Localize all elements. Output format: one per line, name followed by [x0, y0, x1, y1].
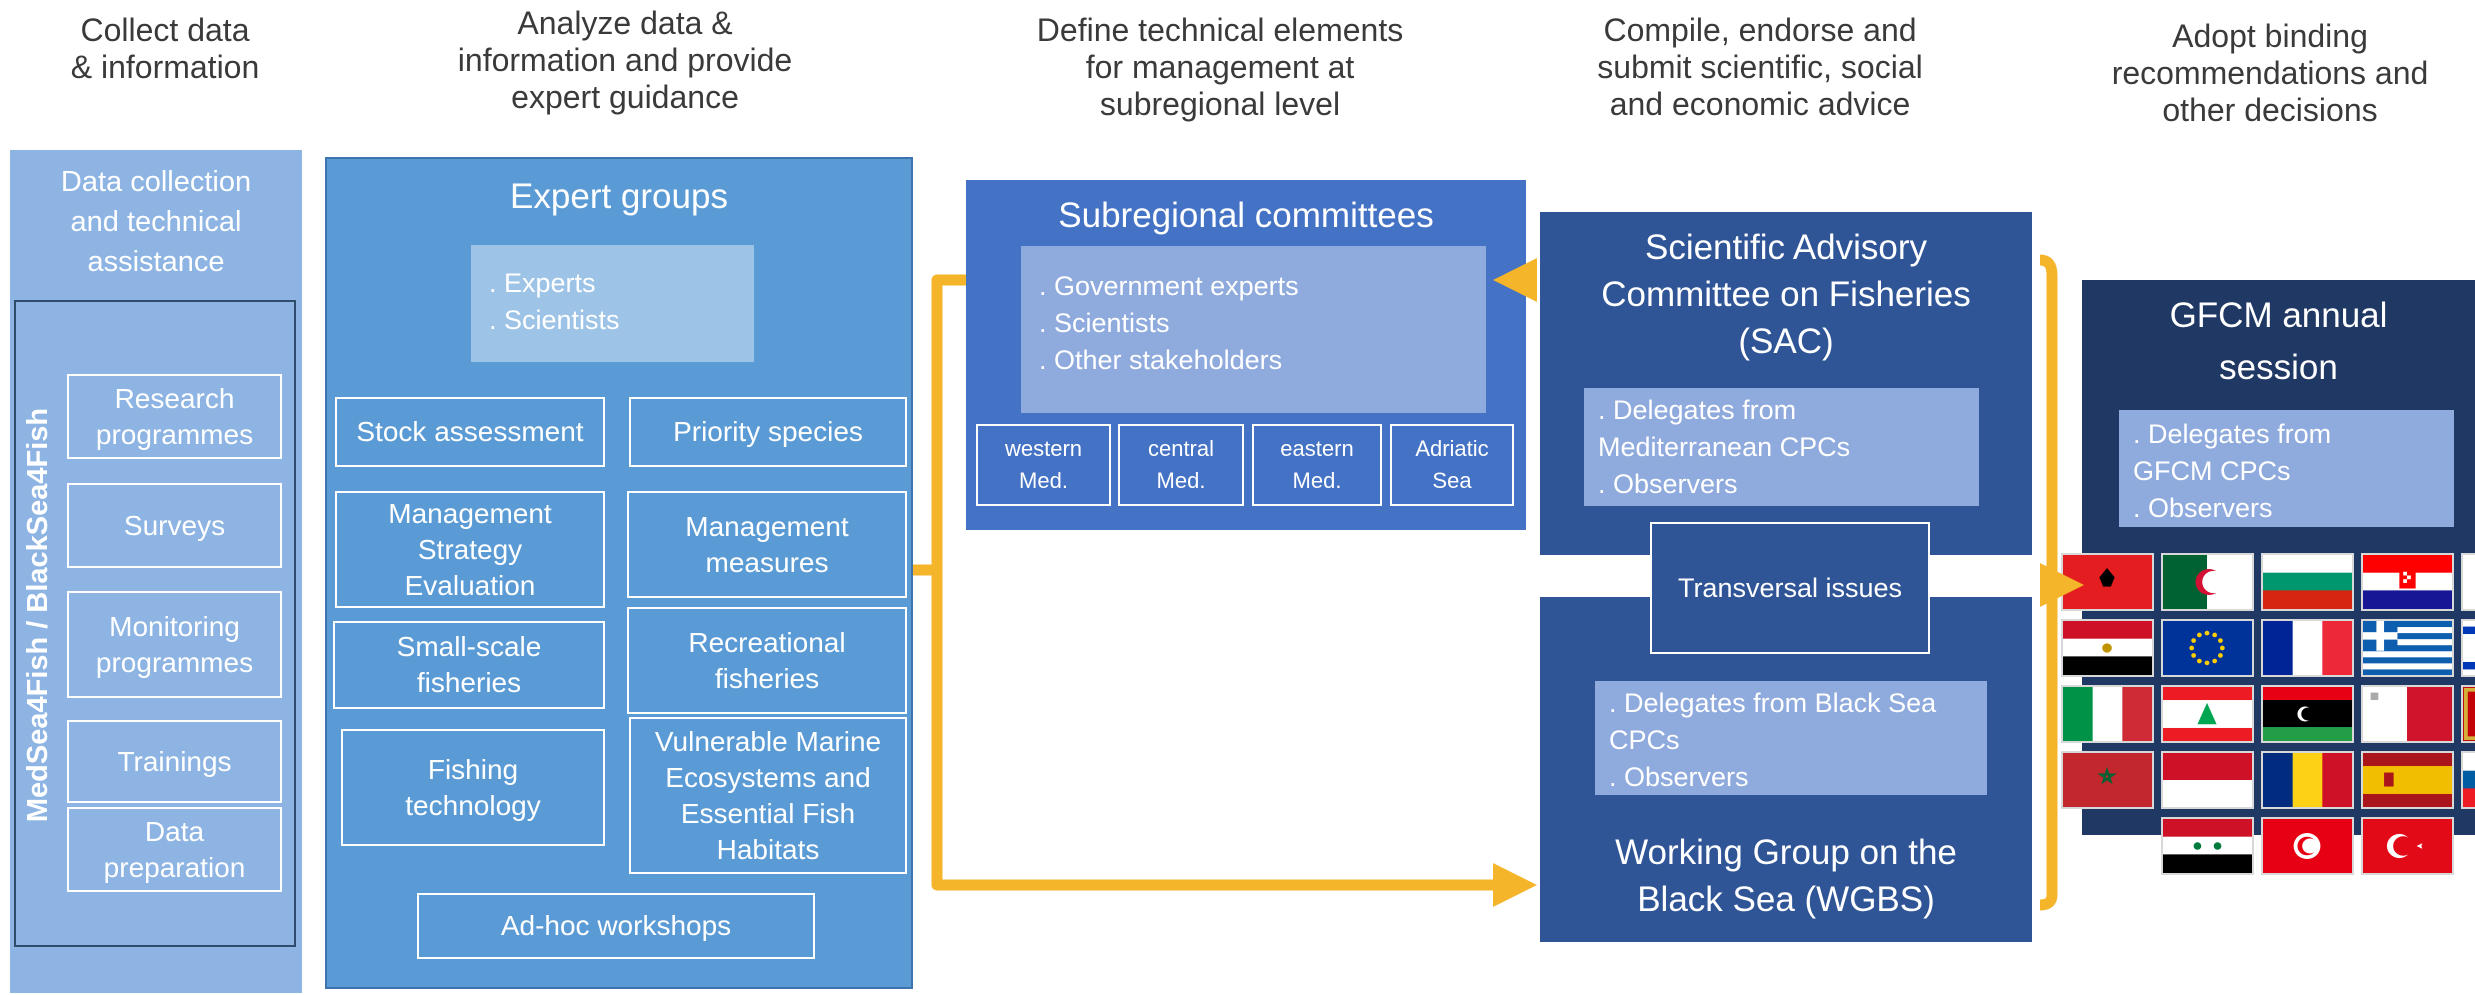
region-central-med: central Med. [1118, 424, 1244, 506]
flags-grid [2061, 553, 2475, 818]
data-collection-title: Data collection and technical assistance [60, 166, 252, 278]
arrow-expert-to-wgbs [931, 570, 1537, 907]
flag-greece-icon [2361, 619, 2454, 677]
flag-malta-icon [2361, 685, 2454, 743]
sac-title: Scientific Advisory Committee on Fisheri… [1601, 228, 1971, 361]
flag-turkey-icon [2361, 817, 2454, 875]
trainings-box: Trainings [67, 720, 282, 803]
wgbs-members: . Delegates from Black Sea CPCs . Observ… [1595, 681, 1987, 795]
data-preparation-box: Data preparation [67, 807, 282, 892]
vme-efh-box: Vulnerable Marine Ecosystems and Essenti… [629, 717, 907, 874]
flag-morocco-icon [2061, 751, 2154, 809]
header-collect-data: Collect data & information [70, 12, 260, 85]
transversal-issues-box: Transversal issues [1650, 522, 1930, 654]
flag-france-icon [2261, 619, 2354, 677]
sac-members: . Delegates from Mediterranean CPCs . Ob… [1584, 388, 1979, 506]
management-measures-box: Management measures [627, 491, 907, 598]
flag-bulgaria-icon [2261, 553, 2354, 611]
flag-syria-icon [2161, 817, 2254, 875]
flag-tunisia-icon [2261, 817, 2354, 875]
wgbs-title: Working Group on the Black Sea (WGBS) [1615, 833, 1957, 919]
management-strategy-evaluation-box: Management Strategy Evaluation [335, 491, 605, 608]
region-eastern-med: eastern Med. [1252, 424, 1382, 506]
flag-egypt-icon [2061, 619, 2154, 677]
expert-groups-title: Expert groups [510, 177, 728, 216]
subregional-members: . Government experts . Scientists . Othe… [1021, 246, 1486, 413]
monitoring-programmes-box: Monitoring programmes [67, 591, 282, 698]
arrow-expert-to-subregional [913, 274, 966, 576]
fishing-technology-box: Fishing technology [341, 729, 605, 846]
data-collection-panel: Data collection and technical assistance… [10, 150, 302, 993]
priority-species-box: Priority species [629, 397, 907, 467]
region-adriatic-sea: Adriatic Sea [1390, 424, 1514, 506]
subregional-committees-panel: Subregional committees . Government expe… [966, 180, 1526, 530]
flag-libya-icon [2261, 685, 2354, 743]
header-compile-advice: Compile, endorse and submit scientific, … [1597, 12, 1923, 122]
recreational-fisheries-box: Recreational fisheries [627, 607, 907, 714]
flag-lebanon-icon [2161, 685, 2254, 743]
flags-row-five [2161, 817, 2461, 879]
data-collection-inner: MedSea4Fish / BlackSea4Fish [14, 300, 296, 947]
flag-cyprus-icon [2461, 553, 2475, 611]
flag-romania-icon [2261, 751, 2354, 809]
sac-panel: Scientific Advisory Committee on Fisheri… [1540, 212, 2032, 555]
expert-groups-members: . Experts . Scientists [471, 245, 754, 362]
flag-italy-icon [2061, 685, 2154, 743]
subregional-committees-title: Subregional committees [1058, 196, 1434, 235]
arrow-bracket-to-gfcm [2039, 254, 2058, 911]
flag-monaco-icon [2161, 751, 2254, 809]
gfcm-title: GFCM annual session [2169, 296, 2388, 387]
gfcm-members: . Delegates from GFCM CPCs . Observers [2119, 410, 2454, 527]
flag-european-union-icon [2161, 619, 2254, 677]
research-programmes-box: Research programmes [67, 374, 282, 459]
region-western-med: western Med. [976, 424, 1111, 506]
flag-montenegro-icon [2461, 685, 2475, 743]
flag-croatia-icon [2361, 553, 2454, 611]
header-adopt-decisions: Adopt binding recommendations and other … [2111, 18, 2429, 128]
stock-assessment-box: Stock assessment [335, 397, 605, 467]
ad-hoc-workshops-box: Ad-hoc workshops [417, 893, 815, 959]
flag-slovenia-icon [2461, 751, 2475, 809]
flag-algeria-icon [2161, 553, 2254, 611]
header-define-technical-elements: Define technical elements for management… [1036, 12, 1404, 122]
flag-spain-icon [2361, 751, 2454, 809]
surveys-box: Surveys [67, 483, 282, 568]
wgbs-panel: . Delegates from Black Sea CPCs . Observ… [1540, 597, 2032, 942]
header-analyze-data: Analyze data & information and provide e… [457, 5, 793, 115]
small-scale-fisheries-box: Small-scale fisheries [333, 621, 605, 709]
flag-israel-icon [2461, 619, 2475, 677]
expert-groups-panel: Expert groups . Experts . Scientists Sto… [325, 157, 913, 989]
